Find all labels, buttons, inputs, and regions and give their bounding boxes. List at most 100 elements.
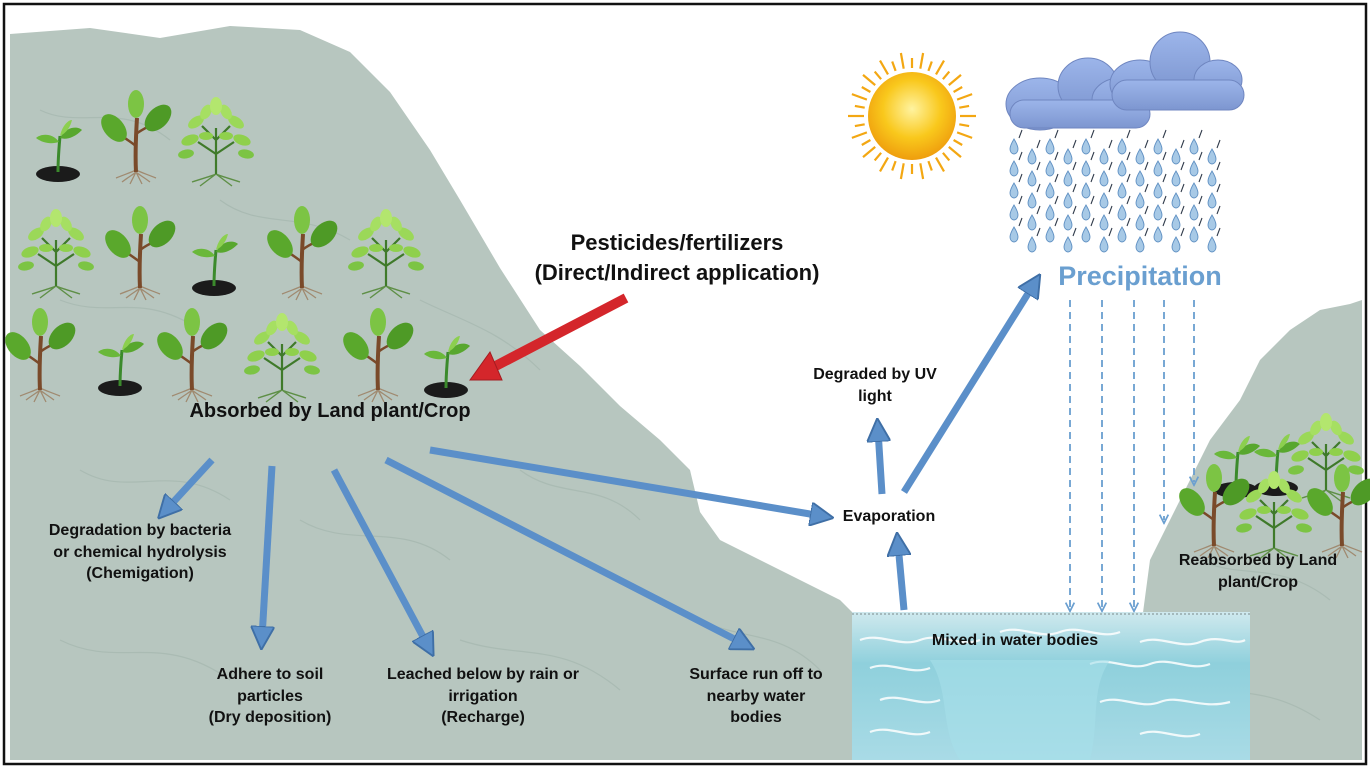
sun-ray	[935, 60, 945, 75]
rain-streak	[1108, 161, 1113, 171]
rain-streak	[1144, 183, 1149, 193]
rain-streak	[1180, 161, 1185, 171]
leached-label: Leached below by rain or irrigation (Rec…	[386, 666, 580, 727]
uv-label: Degraded by UV light	[813, 366, 937, 405]
rain-streak	[1216, 161, 1221, 171]
rain-streak	[1198, 173, 1203, 183]
rain-streak	[1072, 227, 1077, 237]
rain-streak	[1144, 139, 1149, 149]
sun-ray	[899, 163, 905, 180]
rain-streak	[1198, 217, 1203, 227]
hillside-texture	[39, 109, 821, 691]
arrow-water-to-evaporation	[898, 544, 904, 611]
sun-ray	[948, 74, 962, 86]
rain-streak	[1072, 183, 1077, 193]
water-body	[852, 612, 1250, 760]
sun-ray	[919, 163, 925, 180]
sun-ray	[948, 146, 962, 158]
rain-streak	[1072, 205, 1077, 215]
sun-ray	[862, 146, 876, 158]
rain-streak	[1108, 227, 1113, 237]
sun-ray	[953, 139, 963, 146]
rain-streak	[1144, 227, 1149, 237]
rain-streak	[1090, 217, 1095, 227]
rain-streak	[1054, 195, 1059, 205]
runoff-label: Surface run off to nearby water bodies	[689, 666, 823, 727]
rain-streak	[1054, 151, 1059, 161]
sun-ray	[879, 60, 889, 75]
sun-ray	[927, 61, 933, 72]
sun-ray	[935, 157, 945, 172]
sun-ray	[942, 152, 951, 162]
sun-ray	[862, 74, 876, 86]
arrow-to-degradation	[166, 457, 215, 510]
rain-streak	[1126, 151, 1131, 161]
rain-streak	[1018, 217, 1023, 227]
sun-ray	[861, 139, 871, 146]
sun-ray	[956, 131, 973, 139]
rain-streak	[1126, 217, 1131, 227]
rain-streak	[1090, 173, 1095, 183]
sun-ray	[891, 160, 897, 171]
rain-streak	[1018, 151, 1023, 161]
rain-streak	[1198, 129, 1203, 139]
evaporation-label: Evaporation	[842, 508, 936, 525]
precipitation-label: Precipitation	[1058, 261, 1222, 291]
source-label: Pesticides/fertilizers (Direct/Indirect …	[534, 230, 820, 285]
rain-streak	[1036, 227, 1041, 237]
rain-streak	[1162, 151, 1167, 161]
sun-ray	[873, 70, 882, 80]
degradation-label: Degradation by bacteria or chemical hydr…	[48, 522, 232, 583]
rain-streak	[1216, 139, 1221, 149]
sun-ray	[851, 93, 868, 101]
rain-streak	[1018, 195, 1023, 205]
rain-streak	[1216, 183, 1221, 193]
arrow-to-adhere	[262, 465, 276, 638]
sun-ray	[942, 70, 951, 80]
rain-streak	[1126, 173, 1131, 183]
application-arrow	[485, 293, 629, 375]
arrow-to-runoff	[384, 456, 744, 644]
rain-streak	[1126, 129, 1131, 139]
sun-ray	[927, 160, 933, 171]
arrow-to-evaporation	[429, 446, 822, 516]
rain-streak	[1162, 195, 1167, 205]
rain-streak	[1018, 173, 1023, 183]
sun-ray	[959, 123, 970, 128]
rain-streak	[1018, 129, 1023, 139]
rain-streak	[1144, 205, 1149, 215]
rain-streak	[1162, 129, 1167, 139]
rain-streak	[1180, 227, 1185, 237]
rain-streak	[1108, 183, 1113, 193]
sun-ray	[953, 86, 963, 93]
rain-streak	[1216, 227, 1221, 237]
rain-streak	[1144, 161, 1149, 171]
sun-icon	[848, 52, 976, 180]
rain-streak	[1072, 161, 1077, 171]
sun-ray	[879, 157, 889, 172]
rain-streak	[1036, 205, 1041, 215]
rain-streak	[1180, 205, 1185, 215]
sun-ray	[919, 52, 925, 69]
rain-streak	[1216, 205, 1221, 215]
rain-streak	[1054, 173, 1059, 183]
rain-streak	[1180, 139, 1185, 149]
rain-streak	[1108, 139, 1113, 149]
rain-streak	[1090, 195, 1095, 205]
rain-streak	[1126, 195, 1131, 205]
arrow-to-uv	[878, 430, 882, 495]
absorbed-label: Absorbed by Land plant/Crop	[189, 400, 471, 422]
sun-ray	[956, 93, 973, 101]
rain-streak	[1054, 217, 1059, 227]
rain-streak	[1036, 183, 1041, 193]
rain-streak	[1036, 139, 1041, 149]
rain-cloud-icon	[1005, 31, 1245, 253]
arrow-to-precipitation	[901, 284, 1034, 494]
rain-streak	[1108, 205, 1113, 215]
sun-ray	[891, 61, 897, 72]
sun-ray	[899, 52, 905, 69]
sun-ray	[854, 123, 865, 128]
sun-ray	[861, 86, 871, 93]
